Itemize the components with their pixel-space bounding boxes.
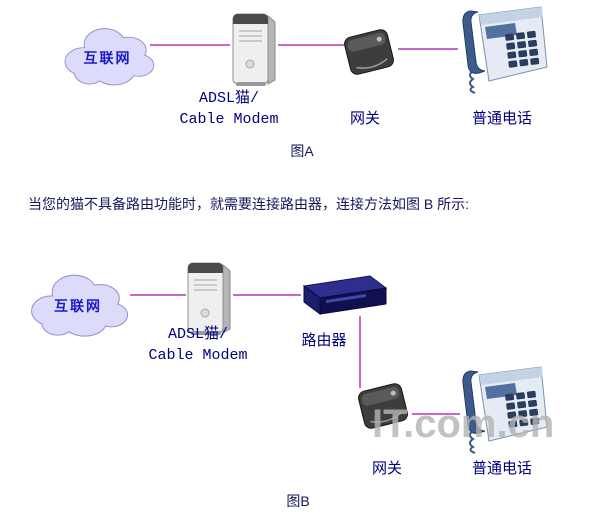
modem-label-b-line1: ADSL猫/ [167,326,228,343]
cloud-label-a: 互联网 [83,50,132,66]
modem-icon [232,13,276,86]
router-label-b: 路由器 [301,332,347,349]
gateway-icon [358,383,408,429]
gateway-device-b [352,378,414,439]
figure-b-caption: 图B [286,493,310,509]
modem-label-b-line2: Cable Modem [148,347,248,364]
cloud-icon [31,274,129,337]
connector-cloud-modem-a [150,44,230,46]
modem-label-a-line2: Cable Modem [179,111,279,128]
note-text: 当您的猫不具备路由功能时，就需要连接路由器，连接方法如图 B 所示: [28,196,470,212]
modem-label-b: ADSL猫/ Cable Modem [118,324,278,366]
watermark: IT.com.cn [372,402,555,446]
modem-label-a-line1: ADSL猫/ [198,90,259,107]
modem-icon [187,262,231,335]
connector-modem-gateway-a [278,44,344,46]
gateway-label-a: 网关 [349,110,380,127]
adsl-modem-b [183,255,235,342]
internet-cloud-b [20,253,135,353]
figure-a-caption: 图A [290,143,314,159]
cloud-icon [64,28,155,86]
phone-device-a [455,3,550,101]
connector-modem-router-b [233,294,301,296]
router-device-b [296,270,390,325]
telephone-icon [462,6,548,94]
modem-label-a: ADSL猫/ Cable Modem [150,88,308,130]
connector-cloud-modem-b [130,294,186,296]
gateway-label-b: 网关 [371,460,402,477]
internet-cloud-a [55,8,160,101]
gateway-icon [344,29,394,75]
phone-label-a: 普通电话 [471,110,532,127]
connector-gateway-phone-b [412,413,460,415]
adsl-modem-a [228,6,280,93]
telephone-icon [462,366,548,454]
phone-device-b [455,363,550,461]
cloud-label-b: 互联网 [54,298,102,314]
connector-router-gateway-b [359,316,361,388]
gateway-device-a [338,24,400,85]
router-icon [302,275,388,315]
phone-label-b: 普通电话 [471,460,532,477]
connector-gateway-phone-a [398,48,458,50]
